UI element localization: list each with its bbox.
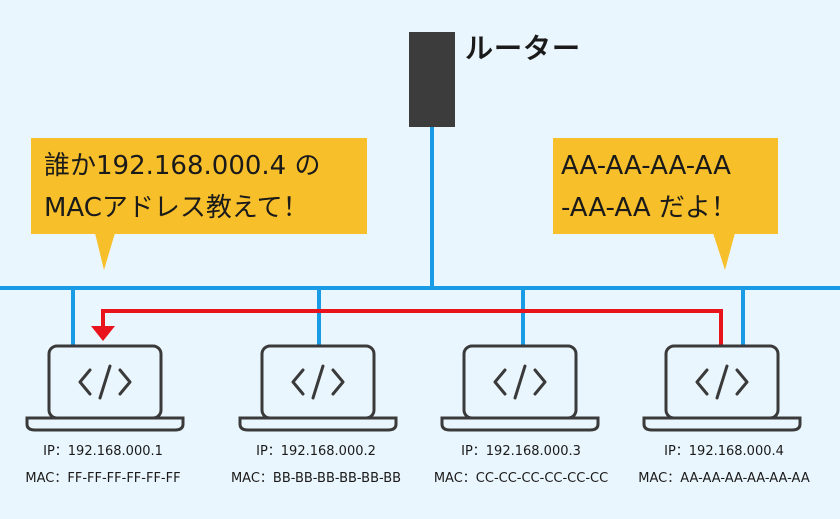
request-bubble — [31, 138, 367, 270]
pc1-ip: IP：192.168.000.1 — [43, 444, 163, 459]
pc4-mac: MAC：AA-AA-AA-AA-AA-AA — [638, 471, 810, 486]
router-label: ルーター — [465, 32, 582, 65]
pc3-mac: MAC：CC-CC-CC-CC-CC-CC — [433, 471, 609, 486]
laptop-1 — [25, 344, 185, 432]
code-icon — [695, 364, 749, 400]
code-icon — [78, 364, 132, 400]
reply-line-2: -AA-AA だよ！ — [561, 193, 737, 223]
pc4-label: IP：192.168.000.4 MAC：AA-AA-AA-AA-AA-AA — [624, 438, 824, 492]
laptop-3 — [440, 344, 600, 432]
pc3-ip: IP：192.168.000.3 — [461, 444, 581, 459]
code-icon — [493, 364, 547, 400]
pc1-label: IP：192.168.000.1 MAC：FF-FF-FF-FF-FF-FF — [3, 438, 203, 492]
pc2-mac: MAC：BB-BB-BB-BB-BB-BB — [230, 471, 402, 486]
laptop-4 — [642, 344, 802, 432]
pc2-label: IP：192.168.000.2 MAC：BB-BB-BB-BB-BB-BB — [216, 438, 416, 492]
pc4-ip: IP：192.168.000.4 — [664, 444, 784, 459]
reply-arrowhead — [91, 326, 115, 341]
request-bubble-text: 誰か192.168.000.4 の MACアドレス教えて！ — [44, 145, 374, 229]
pc3-label: IP：192.168.000.3 MAC：CC-CC-CC-CC-CC-CC — [421, 438, 621, 492]
router-device — [409, 32, 455, 127]
reply-bubble-text: AA-AA-AA-AA -AA-AA だよ！ — [561, 145, 786, 229]
pc2-ip: IP：192.168.000.2 — [256, 444, 376, 459]
laptop-2 — [238, 344, 398, 432]
request-line-1: 誰か192.168.000.4 の — [44, 151, 321, 181]
pc1-mac: MAC：FF-FF-FF-FF-FF-FF — [25, 471, 181, 486]
reply-bubble — [553, 138, 778, 270]
reply-line-1: AA-AA-AA-AA — [561, 151, 731, 181]
request-line-2: MACアドレス教えて！ — [44, 193, 309, 223]
code-icon — [291, 364, 345, 400]
reply-arrow-line — [101, 309, 723, 346]
